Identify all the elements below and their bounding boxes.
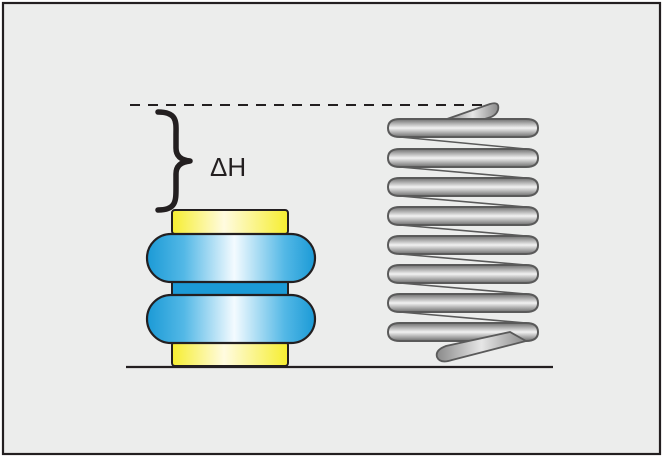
spring-coil xyxy=(386,206,540,226)
spring-coil xyxy=(386,118,540,138)
air-bellows xyxy=(145,209,317,367)
spring-coil xyxy=(386,235,540,255)
spring-coil xyxy=(386,264,540,284)
coil-spring xyxy=(386,102,540,363)
spring-pitch-lines xyxy=(399,136,527,324)
height-difference-brace xyxy=(155,109,193,213)
spring-bottom-end xyxy=(435,331,529,363)
delta-h-label: ΔH xyxy=(210,152,246,182)
bellows-lower-convolution xyxy=(145,293,317,345)
bellows-bottom-plate xyxy=(171,341,289,367)
bellows-upper-convolution xyxy=(145,232,317,284)
spring-coil xyxy=(386,293,540,313)
spring-coil xyxy=(386,148,540,168)
bellows-top-plate xyxy=(171,209,289,235)
spring-coil xyxy=(386,177,540,197)
